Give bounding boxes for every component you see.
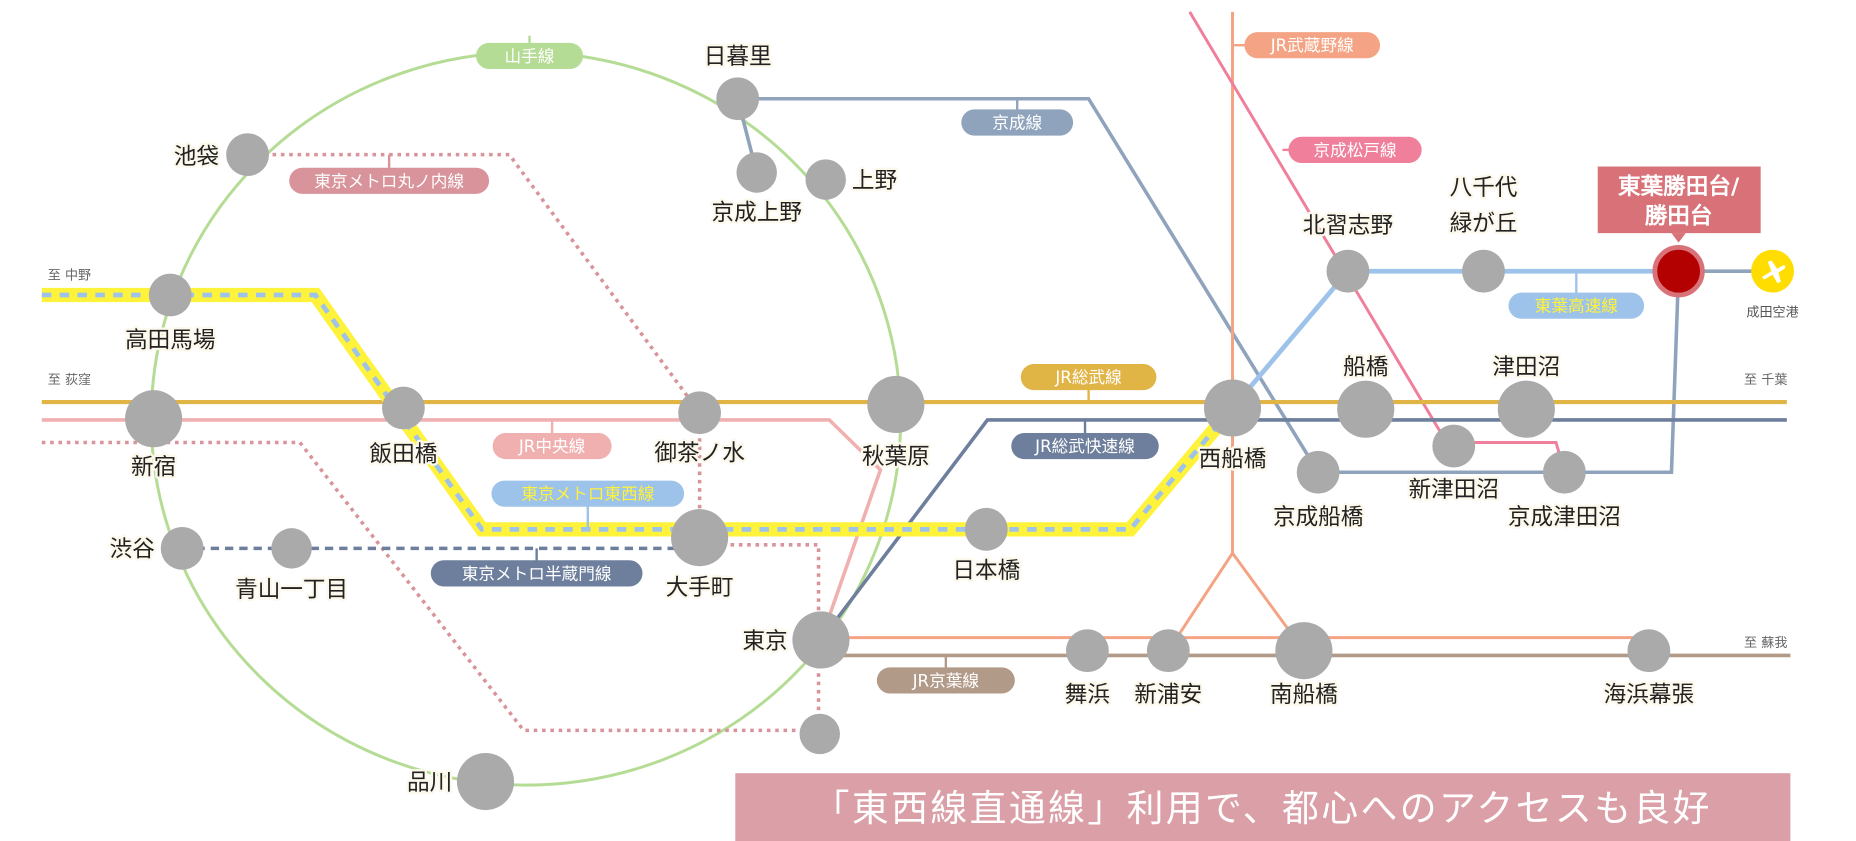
svg-text:京成松戸線: 京成松戸線 xyxy=(1313,141,1397,160)
station-shibuya xyxy=(160,526,204,570)
airplane-icon xyxy=(1751,249,1794,293)
label-nippori: 日暮里 xyxy=(704,44,772,70)
svg-text:山手線: 山手線 xyxy=(505,47,555,66)
label-marunouchi: 東京メトロ丸ノ内線 xyxy=(289,167,490,194)
station-nippori xyxy=(716,77,760,121)
direction-chiba: 至 千葉 xyxy=(1744,372,1787,388)
station-ikebukuro xyxy=(226,133,269,177)
svg-text:JR総武線: JR総武線 xyxy=(1054,368,1122,387)
stations xyxy=(125,77,1705,811)
label-hanzomon: 東京メトロ半蔵門線 xyxy=(430,560,643,587)
label-funabashi: 船橋 xyxy=(1343,355,1388,381)
label-ikebukuro: 池袋 xyxy=(174,144,219,170)
station-shinagawa xyxy=(456,752,515,811)
svg-text:東京メトロ丸ノ内線: 東京メトロ丸ノ内線 xyxy=(314,172,464,191)
target-station-callout: 東葉勝田台/ 勝田台 xyxy=(1597,166,1761,243)
marunouchi-line xyxy=(247,152,702,538)
station-unnamed xyxy=(799,713,840,755)
label-toyo: 東葉高速線 xyxy=(1508,292,1645,319)
direction-ogikubo: 至 荻窪 xyxy=(48,371,91,388)
station-nishifunabashi xyxy=(1203,379,1262,437)
svg-text:京成線: 京成線 xyxy=(992,113,1042,132)
svg-text:JR武蔵野線: JR武蔵野線 xyxy=(1270,36,1354,55)
label-kaihinmakuhari: 海浜幕張 xyxy=(1604,682,1694,708)
label-akihabara: 秋葉原 xyxy=(862,444,930,470)
station-ochanomizu xyxy=(678,391,722,435)
station-minamifunabashi xyxy=(1275,622,1333,680)
label-chuo: JR中央線 xyxy=(492,432,612,460)
station-iidabashi xyxy=(382,386,425,430)
label-minamifunabashi: 南船橋 xyxy=(1270,682,1338,708)
label-shinurayasu: 新浦安 xyxy=(1134,682,1202,708)
station-nihonbashi xyxy=(964,507,1008,551)
svg-text:東葉高速線: 東葉高速線 xyxy=(1535,297,1619,316)
tozai-line xyxy=(41,292,1235,532)
label-airport: 成田空港 xyxy=(1746,304,1798,320)
label-yachiyo-2: 緑が丘 xyxy=(1450,211,1518,237)
label-kitanarashino: 北習志野 xyxy=(1303,213,1393,239)
station-takadanobaba xyxy=(148,273,192,317)
label-shinagawa: 品川 xyxy=(407,770,452,796)
svg-text:東京メトロ東西線: 東京メトロ東西線 xyxy=(521,485,654,504)
label-sobu-rapid: JR総武快速線 xyxy=(1011,432,1159,460)
station-keisei-funabashi xyxy=(1296,450,1340,494)
station-shinjuku xyxy=(125,390,183,448)
svg-text:JR京葉線: JR京葉線 xyxy=(912,671,980,690)
svg-text:「東西線直通線」利用で、都心へのアクセスも良好: 「東西線直通線」利用で、都心へのアクセスも良好 xyxy=(813,787,1712,830)
svg-text:東葉勝田台/: 東葉勝田台/ xyxy=(1618,173,1740,200)
svg-text:JR総武快速線: JR総武快速線 xyxy=(1034,437,1135,456)
station-aoyama xyxy=(271,528,312,569)
station-kaihinmakuhari xyxy=(1627,629,1671,673)
label-keisei-funabashi: 京成船橋 xyxy=(1273,505,1363,531)
label-nihonbashi: 日本橋 xyxy=(952,558,1020,584)
label-tsudanuma: 津田沼 xyxy=(1492,355,1560,381)
chuo-line xyxy=(41,418,883,641)
station-tsudanuma xyxy=(1497,380,1555,438)
label-yamanote: 山手線 xyxy=(475,42,584,69)
station-funabashi xyxy=(1337,380,1395,438)
station-maihama xyxy=(1065,629,1109,673)
label-maihama: 舞浜 xyxy=(1065,682,1110,708)
marunouchi-otemachi xyxy=(713,543,821,734)
station-kitanarashino xyxy=(1326,249,1370,293)
station-yachiyo xyxy=(1462,249,1505,293)
label-shintsudanuma: 新津田沼 xyxy=(1409,477,1499,503)
label-musashino: JR武蔵野線 xyxy=(1244,32,1381,59)
station-target xyxy=(1652,245,1705,298)
station-otemachi xyxy=(671,509,729,567)
label-keiyo: JR京葉線 xyxy=(876,667,1015,694)
label-ueno: 上野 xyxy=(852,168,897,194)
label-matsudo: 京成松戸線 xyxy=(1288,136,1422,163)
svg-text:勝田台: 勝田台 xyxy=(1645,203,1713,230)
label-aoyama: 青山一丁目 xyxy=(235,577,348,603)
label-takadanobaba: 高田馬場 xyxy=(125,327,215,353)
label-shibuya: 渋谷 xyxy=(110,537,155,563)
station-keisei-ueno xyxy=(736,152,777,193)
svg-text:東京メトロ半蔵門線: 東京メトロ半蔵門線 xyxy=(462,564,612,583)
direction-nakano: 至 中野 xyxy=(48,268,91,284)
label-keisei-tsudanuma: 京成津田沼 xyxy=(1508,505,1621,531)
label-yachiyo-1: 八千代 xyxy=(1450,175,1518,201)
station-shintsudanuma xyxy=(1432,424,1476,468)
station-tokyo xyxy=(792,611,850,669)
label-shinjuku: 新宿 xyxy=(131,455,176,481)
svg-text:JR中央線: JR中央線 xyxy=(518,437,586,456)
label-iidabashi: 飯田橋 xyxy=(370,442,438,468)
label-ochanomizu: 御茶ノ水 xyxy=(654,440,745,466)
station-shinurayasu xyxy=(1146,629,1190,673)
label-tozai: 東京メトロ東西線 xyxy=(491,480,685,507)
label-nishifunabashi: 西船橋 xyxy=(1199,446,1267,472)
label-keisei-ueno: 京成上野 xyxy=(712,200,802,226)
toyo-line xyxy=(1230,268,1679,410)
musashino-branch xyxy=(1167,550,1306,652)
direction-soga: 至 蘇我 xyxy=(1744,635,1787,651)
station-akihabara xyxy=(867,375,925,433)
label-otemachi: 大手町 xyxy=(666,575,734,601)
banner: 「東西線直通線」利用で、都心へのアクセスも良好 xyxy=(735,773,1791,841)
label-keisei: 京成線 xyxy=(961,109,1074,136)
label-sobu: JR総武線 xyxy=(1020,363,1157,391)
station-keisei-tsudanuma xyxy=(1542,450,1586,494)
label-tokyo: 東京 xyxy=(742,628,787,654)
station-ueno xyxy=(805,159,846,200)
